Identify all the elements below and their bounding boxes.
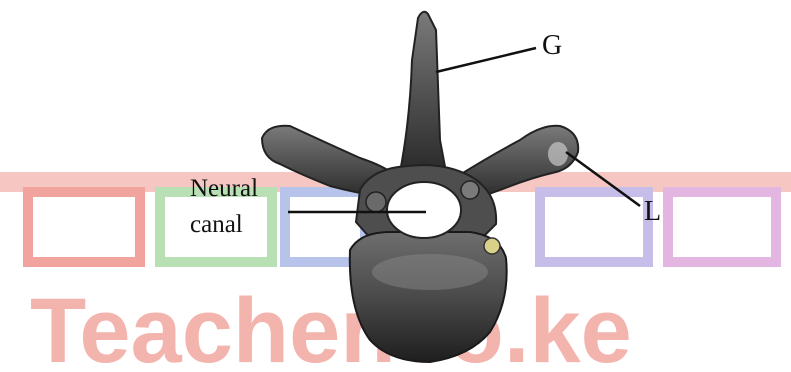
label-canal: canal [190, 211, 243, 238]
neural-canal-opening [387, 182, 461, 238]
left-articular-knob [366, 192, 386, 212]
right-transverse-facet [548, 142, 568, 166]
body-highlight [372, 254, 488, 290]
spinous-process [400, 12, 446, 172]
label-g: G [542, 30, 562, 61]
label-neural: Neural [190, 175, 258, 202]
right-articular-knob [461, 181, 479, 199]
watermark-text: Teacher.co.ke [30, 280, 632, 372]
g-leader-line [436, 48, 536, 72]
right-body-knob [484, 238, 500, 254]
label-l: L [644, 196, 661, 227]
